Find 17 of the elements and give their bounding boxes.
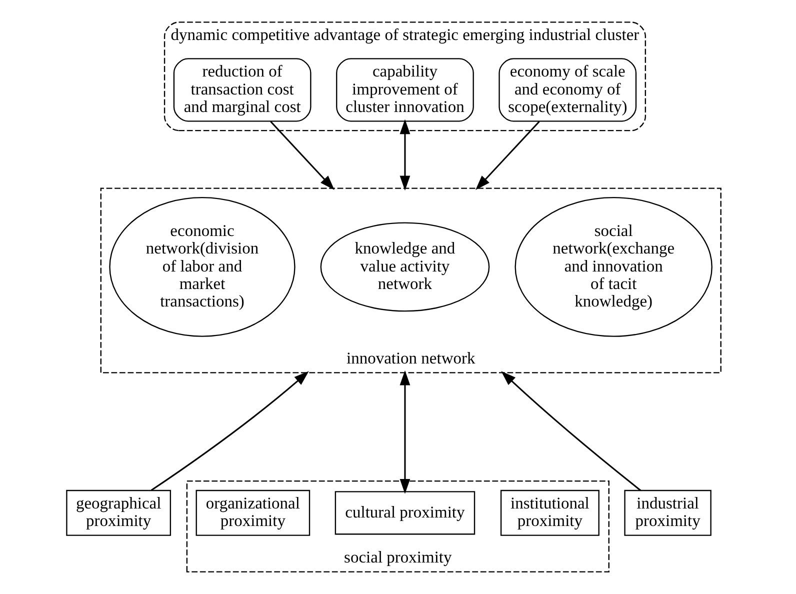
arrow: [500, 371, 641, 492]
node-box: cultural proximity: [334, 491, 475, 535]
node-box: organizational proximity: [195, 490, 310, 536]
arrow: [150, 371, 308, 491]
node-box: economy of scale and economy of scope(externality): [498, 58, 636, 122]
node-box: reduction of transaction cost and marginal cost: [172, 58, 311, 122]
node-ellipse: knowledge and value activity network: [320, 222, 490, 312]
arrow: [270, 121, 334, 190]
node-box: industrial proximity: [624, 490, 711, 536]
node-box: capability improvement of cluster innovation: [336, 58, 474, 122]
arrow: [399, 370, 410, 494]
node-box: geographical proximity: [66, 490, 171, 536]
arrow: [399, 119, 410, 191]
arrow: [475, 121, 540, 190]
node-box: institutional proximity: [500, 490, 599, 536]
node-ellipse: social network(exchange and innovation of tacit knowledge): [514, 196, 712, 337]
node-ellipse: economic network(division of labor and market transactions): [108, 196, 295, 337]
